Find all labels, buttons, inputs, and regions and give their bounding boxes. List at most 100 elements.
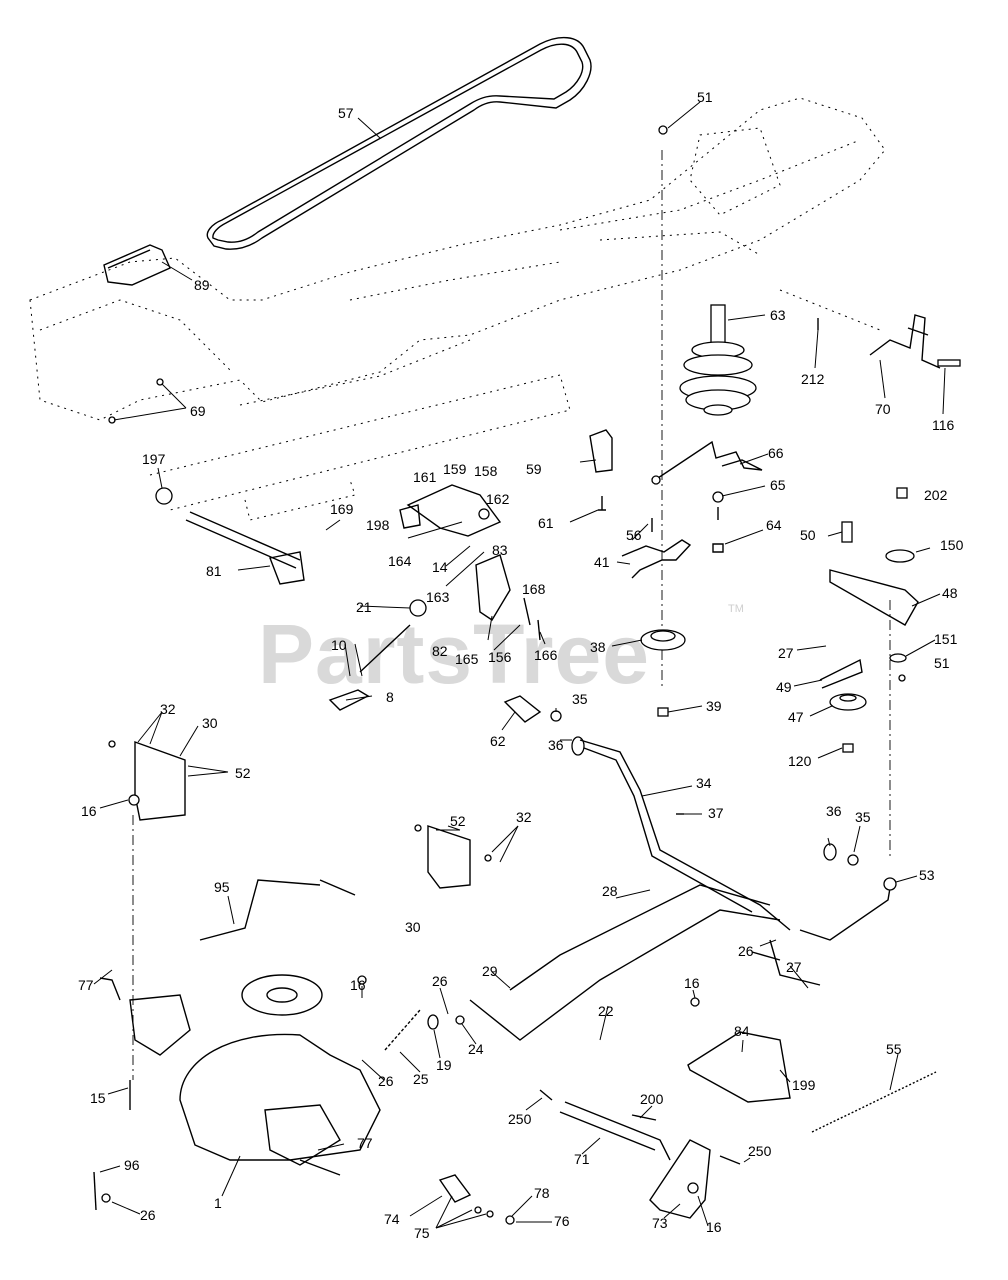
callout-57: 57 bbox=[338, 105, 354, 121]
tractor-frame bbox=[29, 97, 886, 521]
watermark-text: PartsTree bbox=[258, 607, 650, 701]
callout-30: 30 bbox=[202, 715, 218, 731]
callout-21: 21 bbox=[356, 599, 372, 615]
callout-165: 165 bbox=[455, 651, 479, 667]
callout-61: 61 bbox=[538, 515, 554, 531]
part-71-rod bbox=[559, 1101, 671, 1161]
callout-83: 83 bbox=[492, 542, 508, 558]
callout-16d: 16 bbox=[706, 1219, 722, 1235]
part-51-nut-right bbox=[898, 674, 906, 682]
callout-38: 38 bbox=[590, 639, 606, 655]
part-65-washer bbox=[712, 491, 724, 503]
part-81-shaft bbox=[155, 487, 305, 585]
part-39-bolt bbox=[657, 707, 669, 717]
drive-belt bbox=[206, 37, 592, 250]
part-16-nut-top bbox=[357, 975, 367, 985]
part-25-spring bbox=[384, 1009, 465, 1051]
callout-27b: 27 bbox=[786, 959, 802, 975]
callout-156: 156 bbox=[488, 649, 512, 665]
callout-198: 198 bbox=[366, 517, 390, 533]
callout-77b: 77 bbox=[357, 1135, 373, 1151]
part-16-nut-mid bbox=[690, 997, 700, 1007]
callout-71: 71 bbox=[574, 1151, 590, 1167]
part-77-bolt-left bbox=[99, 977, 121, 1001]
callout-49: 49 bbox=[776, 679, 792, 695]
callout-75: 75 bbox=[414, 1225, 430, 1241]
part-53-end bbox=[883, 877, 897, 891]
callout-65: 65 bbox=[770, 477, 786, 493]
callout-26b: 26 bbox=[432, 973, 448, 989]
part-95-rod bbox=[199, 879, 356, 941]
callout-70: 70 bbox=[875, 401, 891, 417]
part-62-bushing bbox=[503, 695, 585, 756]
part-63-pulley bbox=[679, 304, 757, 416]
callout-95: 95 bbox=[214, 879, 230, 895]
callout-56: 56 bbox=[626, 527, 642, 543]
callout-55: 55 bbox=[886, 1041, 902, 1057]
callout-169: 169 bbox=[330, 501, 354, 517]
callout-32b: 32 bbox=[516, 809, 532, 825]
callout-53: 53 bbox=[919, 867, 935, 883]
part-51-nut bbox=[658, 125, 668, 135]
callout-161: 161 bbox=[413, 469, 437, 485]
part-61-bolt bbox=[598, 496, 606, 511]
callout-25: 25 bbox=[413, 1071, 429, 1087]
callout-66: 66 bbox=[768, 445, 784, 461]
part-202-bolt bbox=[896, 487, 908, 499]
part-250-bolt-right bbox=[719, 1155, 741, 1165]
part-120-nut bbox=[842, 743, 854, 753]
callout-202: 202 bbox=[924, 487, 948, 503]
callout-200: 200 bbox=[640, 1091, 664, 1107]
callout-34: 34 bbox=[696, 775, 712, 791]
callout-32: 32 bbox=[160, 701, 176, 717]
part-250-bolt-left bbox=[539, 1089, 553, 1101]
callout-47: 47 bbox=[788, 709, 804, 725]
callout-197: 197 bbox=[142, 451, 166, 467]
part-22-rod bbox=[469, 909, 781, 1041]
callout-120: 120 bbox=[788, 753, 812, 769]
part-38-idler-pulley bbox=[640, 629, 686, 651]
callout-151: 151 bbox=[934, 631, 958, 647]
part-48-bracket bbox=[829, 521, 919, 626]
callout-50: 50 bbox=[800, 527, 816, 543]
callout-62: 62 bbox=[490, 733, 506, 749]
part-28-rod bbox=[509, 884, 771, 991]
callout-74: 74 bbox=[384, 1211, 400, 1227]
callout-89: 89 bbox=[194, 277, 210, 293]
part-64-bolt bbox=[712, 507, 724, 553]
callout-73: 73 bbox=[652, 1215, 668, 1231]
part-73-bracket bbox=[649, 1139, 711, 1219]
callout-76: 76 bbox=[554, 1213, 570, 1229]
callout-116: 116 bbox=[932, 417, 955, 433]
part-84-plate bbox=[687, 1031, 791, 1103]
callout-16c: 16 bbox=[684, 975, 700, 991]
callout-14: 14 bbox=[432, 559, 448, 575]
callout-63: 63 bbox=[770, 307, 786, 323]
callout-35: 35 bbox=[572, 691, 588, 707]
leader-lines bbox=[93, 101, 946, 1229]
callout-41: 41 bbox=[594, 554, 610, 570]
part-41-idler-arm bbox=[621, 518, 692, 579]
part-27-rod bbox=[769, 939, 821, 986]
part-165-plate bbox=[475, 554, 511, 621]
callout-26d: 26 bbox=[140, 1207, 156, 1223]
callout-1: 1 bbox=[214, 1195, 222, 1211]
callout-22: 22 bbox=[598, 1003, 614, 1019]
callout-162: 162 bbox=[486, 491, 510, 507]
callout-26c: 26 bbox=[378, 1073, 394, 1089]
callout-78: 78 bbox=[534, 1185, 550, 1201]
callout-69: 69 bbox=[190, 403, 206, 419]
part-30-bracket-left bbox=[108, 740, 186, 821]
callout-28: 28 bbox=[602, 883, 618, 899]
callout-30b: 30 bbox=[405, 919, 421, 935]
callout-35b: 35 bbox=[855, 809, 871, 825]
callout-158: 158 bbox=[474, 463, 498, 479]
watermark-trademark: TM bbox=[728, 603, 744, 615]
callout-16: 16 bbox=[81, 803, 97, 819]
callout-16b: 16 bbox=[350, 977, 366, 993]
callout-166: 166 bbox=[534, 647, 558, 663]
callout-84: 84 bbox=[734, 1023, 750, 1039]
callout-37: 37 bbox=[708, 805, 724, 821]
